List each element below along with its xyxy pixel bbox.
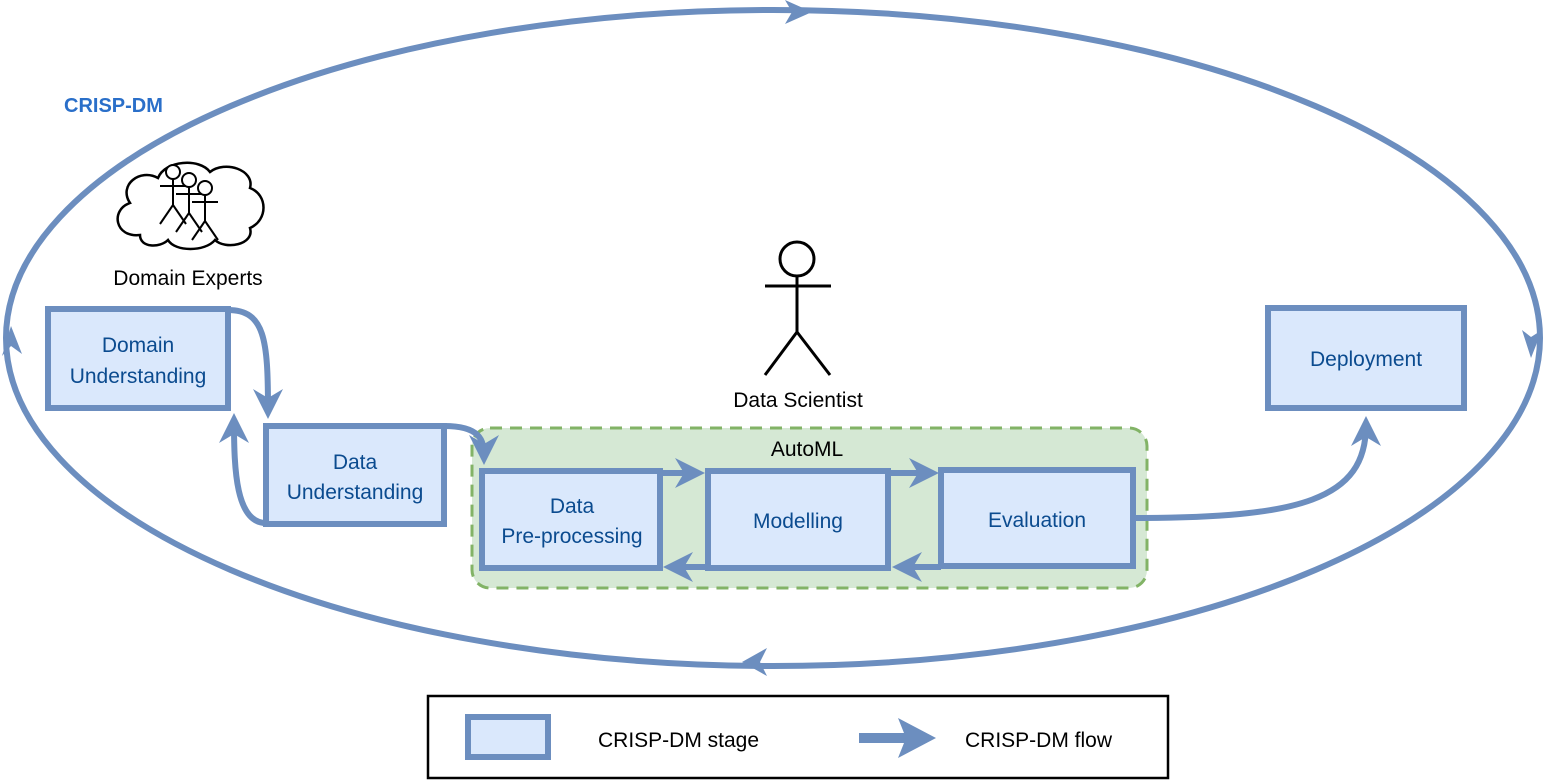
svg-text:Evaluation: Evaluation bbox=[988, 509, 1086, 532]
crisp-dm-cycle bbox=[2, 0, 1543, 676]
flow-domain-to-data-understanding bbox=[227, 307, 283, 419]
flow-evaluation-to-deployment bbox=[1132, 416, 1381, 521]
svg-text:Understanding: Understanding bbox=[70, 365, 207, 388]
domain-experts-label: Domain Experts bbox=[113, 267, 262, 290]
stage-domain-understanding: Domain Understanding bbox=[45, 306, 231, 411]
legend-box bbox=[426, 694, 1170, 780]
flow-arrows bbox=[219, 307, 1381, 582]
cycle-arrow-left-icon bbox=[2, 326, 22, 356]
svg-text:Data: Data bbox=[550, 495, 595, 518]
svg-text:Domain: Domain bbox=[102, 334, 174, 357]
data-scientist-icon bbox=[763, 240, 832, 376]
svg-text:Pre-processing: Pre-processing bbox=[501, 525, 642, 548]
svg-text:Modelling: Modelling bbox=[753, 510, 843, 533]
svg-text:Deployment: Deployment bbox=[1310, 348, 1422, 371]
flow-data-understanding-to-preprocessing bbox=[443, 423, 499, 465]
stage-modelling: Modelling bbox=[705, 468, 891, 571]
legend-flow-arrow-icon bbox=[859, 718, 936, 758]
svg-text:Understanding: Understanding bbox=[287, 481, 424, 504]
cycle-arrow-top-icon bbox=[785, 0, 812, 24]
flow-data-to-domain-understanding bbox=[219, 413, 267, 526]
stage-data-understanding: Data Understanding bbox=[263, 423, 447, 527]
cycle-arrow-right-icon bbox=[1522, 330, 1542, 358]
stage-data-preprocessing: Data Pre-processing bbox=[479, 468, 663, 571]
legend: CRISP-DM stage CRISP-DM flow bbox=[426, 694, 1170, 780]
stage-deployment: Deployment bbox=[1265, 305, 1467, 411]
domain-experts-cloud-icon bbox=[116, 161, 265, 251]
legend-stage-swatch-icon bbox=[465, 714, 551, 760]
legend-flow-label: CRISP-DM flow bbox=[965, 729, 1113, 752]
stage-evaluation: Evaluation bbox=[938, 467, 1136, 569]
crisp-dm-title: CRISP-DM bbox=[64, 95, 163, 117]
svg-text:Data: Data bbox=[333, 451, 378, 474]
legend-stage-label: CRISP-DM stage bbox=[598, 729, 759, 752]
automl-label: AutoML bbox=[771, 438, 843, 461]
cycle-arrow-bottom-icon bbox=[742, 648, 767, 676]
cycle-ellipse bbox=[3, 7, 1543, 669]
data-scientist-label: Data Scientist bbox=[733, 389, 863, 412]
